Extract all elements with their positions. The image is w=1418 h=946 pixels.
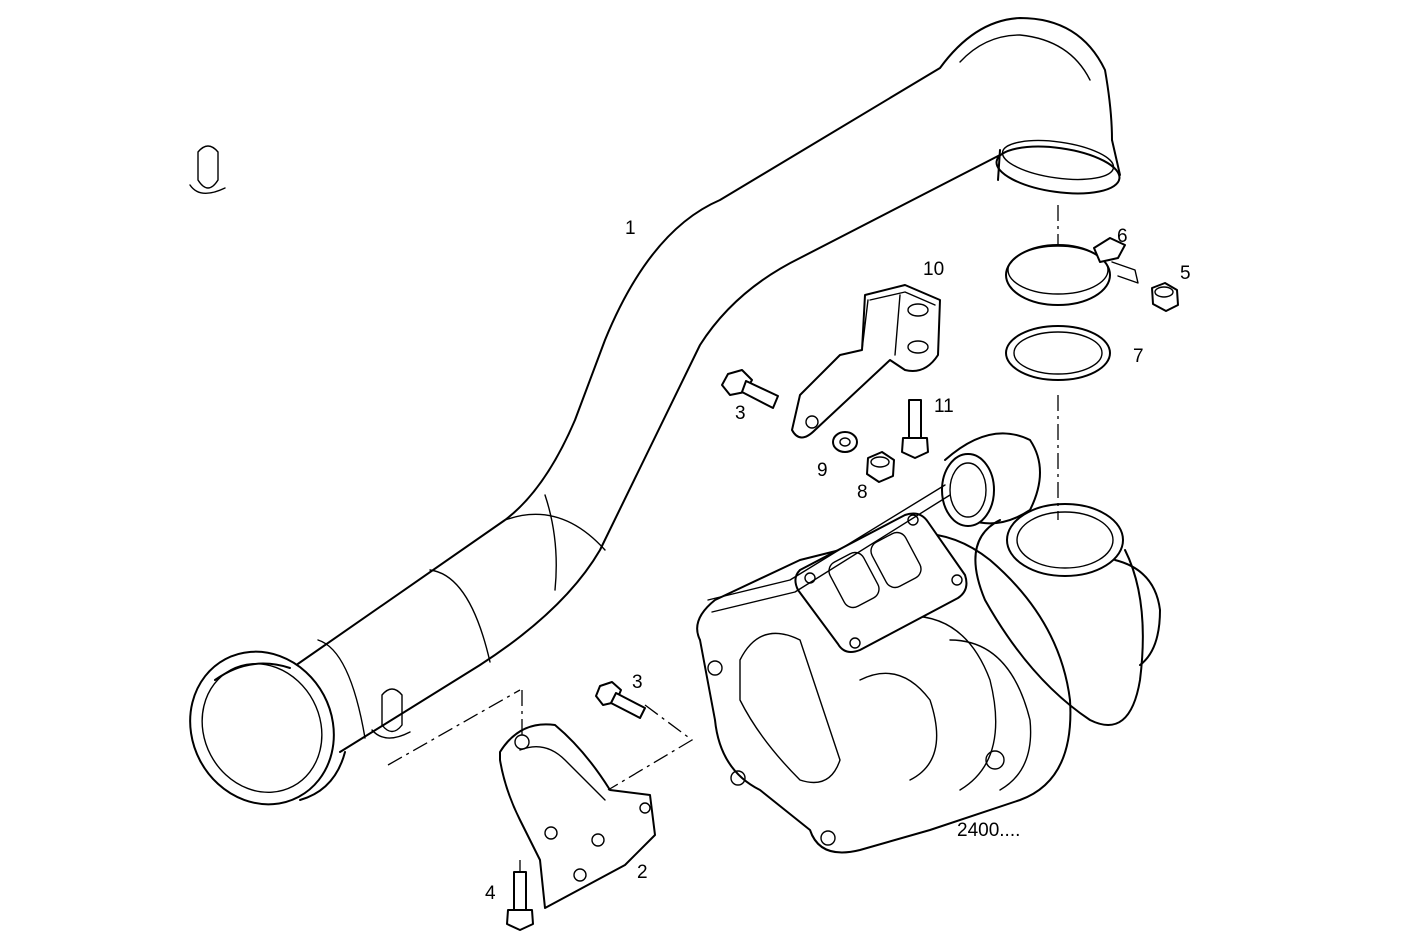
callout-3-upper: 3 xyxy=(735,403,746,424)
nut-part-5 xyxy=(1151,282,1179,312)
bolt-part-4 xyxy=(506,860,534,931)
callout-7: 7 xyxy=(1133,346,1144,367)
callout-10: 10 xyxy=(923,259,944,280)
turbocharger-assembly xyxy=(696,395,1161,854)
callout-8: 8 xyxy=(857,482,868,503)
washer-part-9 xyxy=(832,431,858,453)
bolt-part-11 xyxy=(901,399,929,459)
bracket-part-2 xyxy=(387,689,694,909)
callout-2: 2 xyxy=(637,862,648,883)
callout-5: 5 xyxy=(1180,263,1191,284)
callout-6: 6 xyxy=(1117,226,1128,247)
callout-9: 9 xyxy=(817,460,828,481)
pipe-part-1 xyxy=(189,17,1121,806)
callout-1: 1 xyxy=(625,218,636,239)
callout-11: 11 xyxy=(934,396,954,417)
bolt-part-3-upper xyxy=(721,369,779,409)
bracket-part-10 xyxy=(791,284,941,439)
nut-part-8 xyxy=(866,451,895,483)
assembly-ref-label: 2400.... xyxy=(957,820,1020,841)
callout-4: 4 xyxy=(485,883,496,904)
clamp-part-6 xyxy=(1005,205,1139,306)
gasket-part-7 xyxy=(1005,325,1111,381)
bolt-part-3-lower xyxy=(595,681,646,719)
callout-labels: 1 2 3 3 4 5 6 7 8 9 10 11 2400.... xyxy=(485,218,1191,904)
callout-3-lower: 3 xyxy=(632,672,643,693)
